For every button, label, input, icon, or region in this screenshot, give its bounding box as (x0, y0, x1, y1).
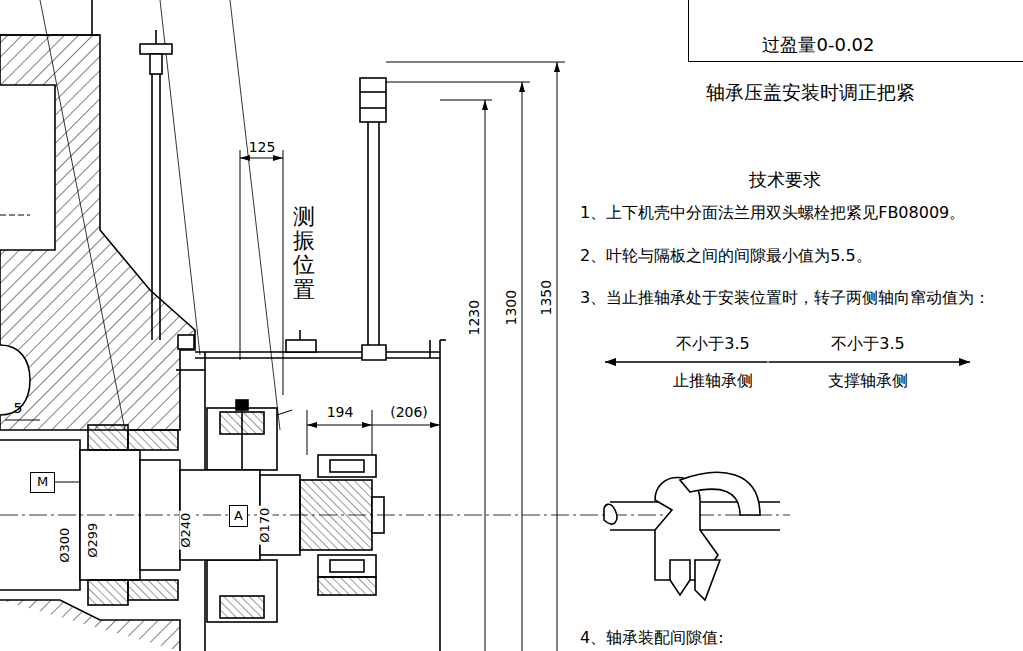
diameter: Ø170 (259, 505, 273, 544)
assembly-note: 轴承压盖安装时调正把紧 (706, 82, 915, 103)
node-text: 过盈量0-0.02 (762, 35, 874, 55)
node-text: M (37, 475, 48, 489)
fit-note-box: 过盈量0-0.02 (688, 0, 1023, 62)
dimension: 194 (327, 405, 354, 420)
value-label: 不小于3.5 (831, 335, 904, 353)
dimension: 125 (249, 140, 276, 155)
node-text: A (234, 509, 243, 523)
section-mark-box: M (30, 472, 55, 493)
dimension: 1300 (504, 288, 519, 328)
vibration-note: 测振位置 (293, 205, 315, 302)
section-mark-box: A (229, 505, 248, 527)
technical-note: 2、叶轮与隔板之间的间隙最小值为5.5。 (580, 247, 872, 265)
diameter: Ø300 (59, 525, 73, 564)
dimension: 5 (14, 401, 23, 416)
side-label: 止推轴承侧 (673, 372, 753, 390)
value-label: 不小于3.5 (676, 335, 749, 353)
dimension: 1350 (539, 278, 554, 318)
dimension: (206) (390, 405, 428, 420)
technical-note: 1、上下机壳中分面法兰用双头螺栓把紧见FB08009。 (580, 204, 965, 222)
diameter: Ø240 (180, 510, 194, 549)
dimension: 1230 (467, 298, 482, 338)
section-heading: 技术要求 (749, 170, 821, 190)
diameter: Ø299 (87, 520, 101, 559)
side-label: 支撑轴承侧 (828, 372, 908, 390)
technical-note: 4、轴承装配间隙值: (580, 629, 724, 647)
technical-note: 3、当止推轴承处于安装位置时，转子两侧轴向窜动值为： (580, 289, 990, 307)
